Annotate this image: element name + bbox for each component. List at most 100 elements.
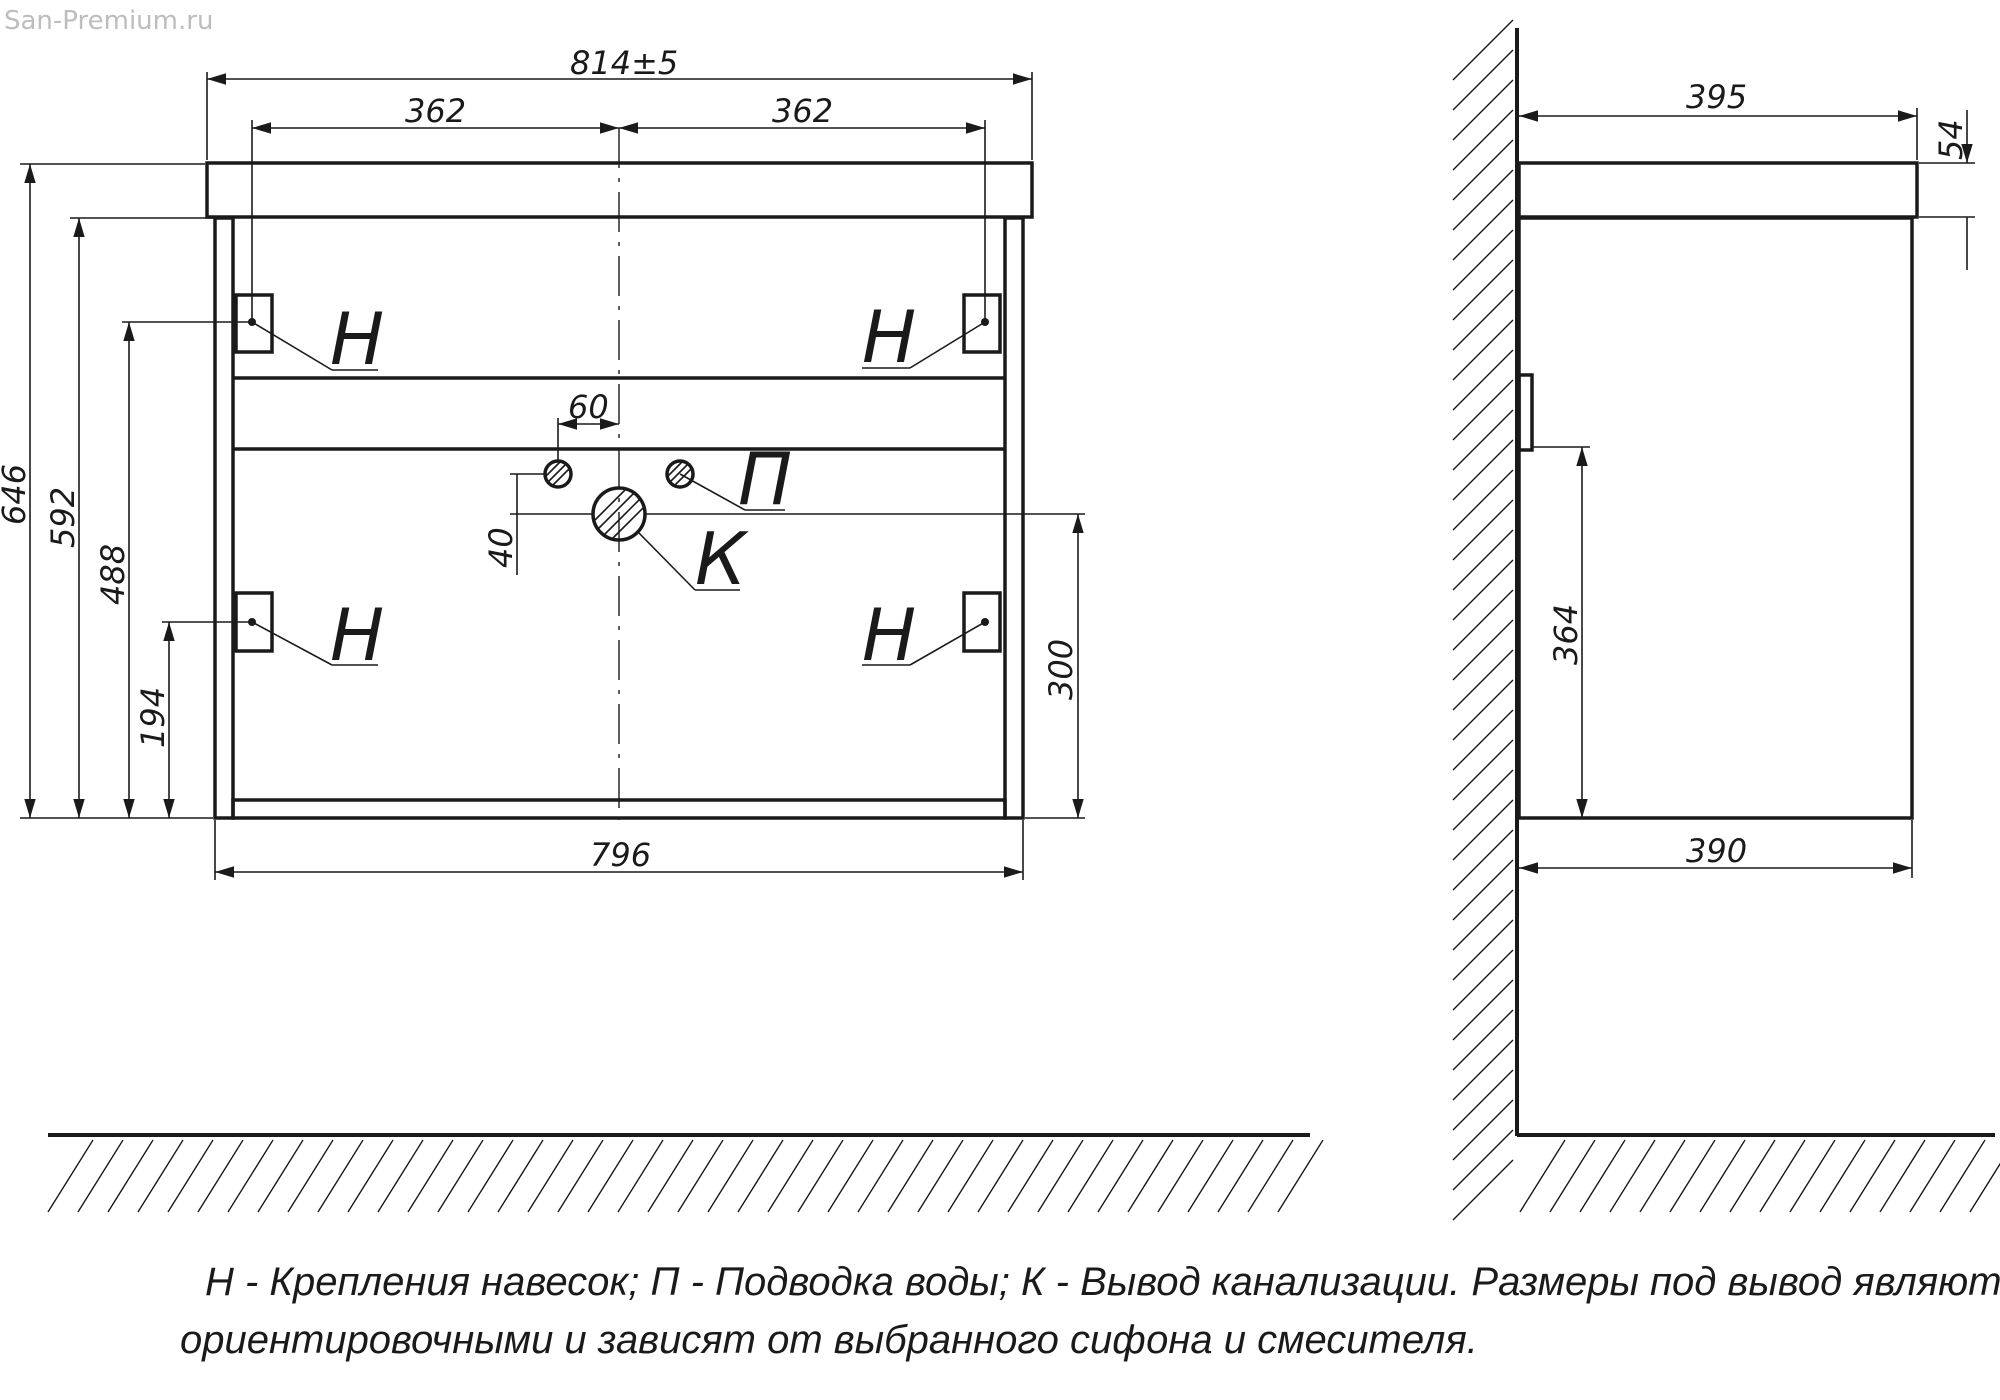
dim-value: 54 <box>1932 119 1970 160</box>
water-inlet-right: П <box>665 437 792 521</box>
hatch-line <box>1452 109 1514 171</box>
dim-side-depth-top: 395 <box>1519 78 1918 160</box>
hatch-line <box>1452 499 1514 561</box>
dim-mount-halves: 362 362 <box>251 92 986 320</box>
hatch-line <box>527 1139 574 1213</box>
hatch-line <box>1729 1139 1776 1213</box>
hatch-line <box>1699 1139 1746 1213</box>
hatch-line <box>1452 229 1514 291</box>
left-side-panel <box>213 216 235 820</box>
hatch-line <box>1247 1139 1294 1213</box>
hatch-line <box>437 1139 484 1213</box>
dim-value: 300 <box>1042 639 1080 700</box>
mount-top-right: Н <box>862 293 1002 379</box>
front-view: Н Н Н Н <box>0 44 1324 1213</box>
dim-body-height: 592 <box>44 217 213 818</box>
hatch-line <box>1452 829 1514 891</box>
dim-water-spacing: 60 <box>557 388 619 462</box>
hatch-line <box>47 1139 94 1213</box>
hatch-line <box>1452 859 1514 921</box>
mount-label: Н <box>862 593 916 677</box>
dim-value: 364 <box>1547 604 1585 665</box>
water-inlet-left <box>543 459 573 489</box>
hatch-line <box>347 1139 394 1213</box>
hatch-line <box>917 1139 964 1213</box>
watermark-text: San-Premium.ru <box>4 6 214 36</box>
hatch-line <box>1452 679 1514 741</box>
hatch-line <box>1187 1139 1234 1213</box>
dim-top-thickness: 54 <box>1919 110 1975 270</box>
hatch-line <box>257 1139 304 1213</box>
hatch-line <box>1452 649 1514 711</box>
hatch-line <box>1452 199 1514 261</box>
dim-upper-mount-height: 488 <box>94 321 250 818</box>
mount-label: Н <box>330 297 384 381</box>
hatch-line <box>1452 139 1514 201</box>
hatch-line <box>107 1139 154 1213</box>
hatch-line <box>1452 889 1514 951</box>
hatch-line <box>707 1139 754 1213</box>
hatch-line <box>977 1139 1024 1213</box>
dim-overall-width: 814±5 <box>206 44 1033 160</box>
dim-bottom-width: 796 <box>214 820 1024 880</box>
hatch-line <box>1097 1139 1144 1213</box>
hatch-line <box>677 1139 724 1213</box>
hatch-line <box>1909 1139 1956 1213</box>
hatch-line <box>1452 289 1514 351</box>
right-side-panel <box>1003 216 1025 820</box>
legend-line-2: ориентировочными и зависят от выбранного… <box>180 1318 1478 1362</box>
hatch-line <box>227 1139 274 1213</box>
hatch-line <box>1579 1139 1626 1213</box>
hatch-line <box>1969 1162 2000 1213</box>
dim-value: 390 <box>1686 832 1747 870</box>
hatch-line <box>1849 1139 1896 1213</box>
hatch-line <box>1277 1139 1324 1213</box>
hatch-line <box>1452 49 1514 111</box>
hatch-line <box>1007 1139 1054 1213</box>
hatch-line <box>1789 1139 1836 1213</box>
hatch-line <box>1759 1139 1806 1213</box>
hatch-line <box>1127 1139 1174 1213</box>
hatch-line <box>1452 319 1514 381</box>
hatch-line <box>887 1139 934 1213</box>
dim-drain-height: 300 <box>645 513 1085 819</box>
floor-front <box>47 1133 1324 1213</box>
legend-line-1: Н - Крепления навесок; П - Подводка воды… <box>205 1260 2000 1304</box>
hatch-line <box>1452 169 1514 231</box>
dim-value: 592 <box>44 487 82 548</box>
hatch-line <box>1939 1139 1986 1213</box>
hatch-line <box>1452 439 1514 501</box>
side-view: 395 54 390 364 <box>1452 19 2000 1221</box>
dim-total-height: 646 <box>0 163 213 819</box>
dim-value: 646 <box>0 464 33 525</box>
hatch-line <box>1452 799 1514 861</box>
hatch-line <box>1452 1129 1514 1191</box>
hatch-line <box>857 1139 904 1213</box>
hatch-line <box>1452 919 1514 981</box>
hatch-line <box>647 1139 694 1213</box>
hatch-line <box>1452 79 1514 141</box>
hatch-line <box>137 1139 184 1213</box>
hatch-line <box>407 1139 454 1213</box>
hatch-line <box>1452 769 1514 831</box>
dim-value: 814±5 <box>570 44 678 82</box>
drain-label: К <box>695 517 749 601</box>
dim-side-height: 364 <box>1532 446 1590 818</box>
hatch-line <box>1157 1139 1204 1213</box>
dim-value: 796 <box>590 836 651 874</box>
dim-value: 362 <box>772 92 833 130</box>
hatch-line <box>287 1139 334 1213</box>
hatch-line <box>1452 709 1514 771</box>
hatch-line <box>1879 1139 1926 1213</box>
hatch-line <box>1452 409 1514 471</box>
side-countertop <box>1517 161 1919 219</box>
hatch-line <box>1067 1139 1114 1213</box>
hatch-line <box>1609 1139 1656 1213</box>
mount-top-left: Н <box>234 293 384 381</box>
hatch-line <box>197 1139 244 1213</box>
hatch-line <box>1037 1139 1084 1213</box>
hatch-line <box>1452 379 1514 441</box>
hatch-line <box>1452 739 1514 801</box>
hatch-line <box>167 1139 214 1213</box>
